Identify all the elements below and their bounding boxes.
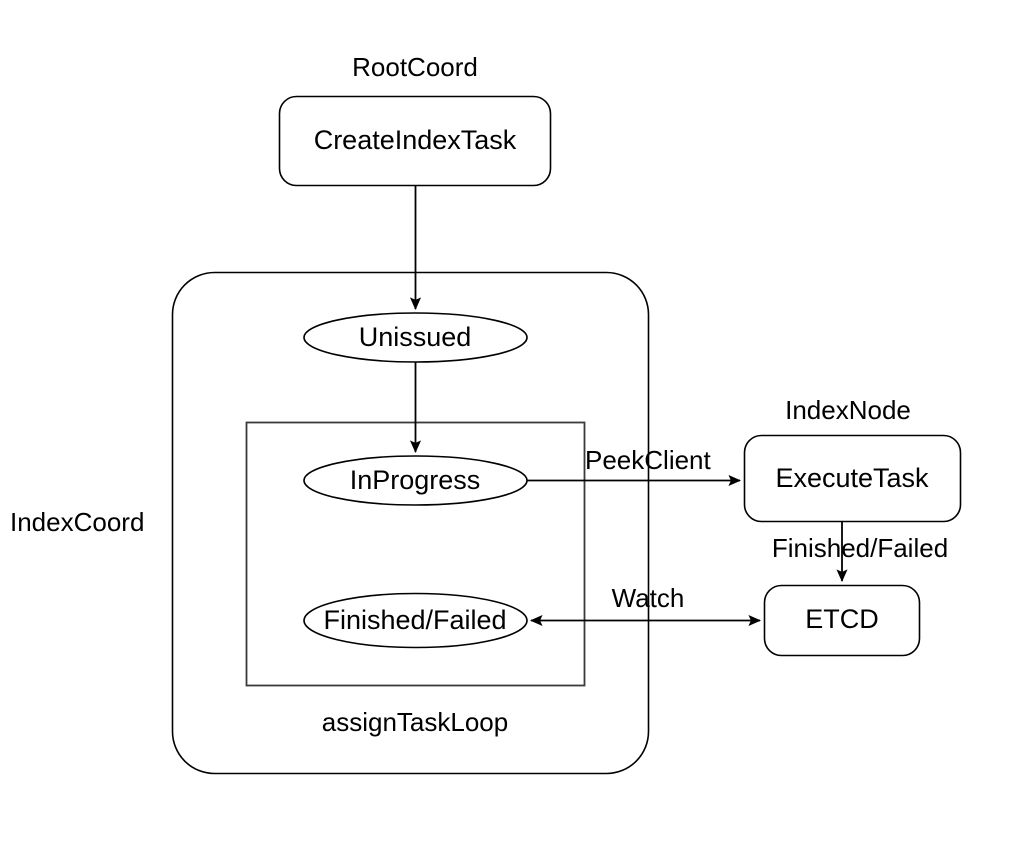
- in-progress-shape[interactable]: [303, 455, 528, 506]
- etcd-shape[interactable]: [763, 584, 921, 657]
- unissued-shape[interactable]: [303, 312, 528, 363]
- group-label-index-node: IndexNode: [785, 395, 911, 425]
- execute-task-shape[interactable]: [743, 434, 962, 523]
- edge-label-finished-failed-result: Finished/Failed: [771, 533, 949, 563]
- group-label-assign-task-loop: assignTaskLoop: [321, 707, 509, 737]
- edge-label-peek-client: PeekClient: [585, 445, 711, 475]
- group-label-root-coord: RootCoord: [352, 52, 478, 82]
- create-index-task-shape[interactable]: [278, 95, 552, 187]
- group-label-index-coord: IndexCoord: [10, 507, 145, 537]
- finished-failed-shape[interactable]: [303, 592, 528, 649]
- edge-label-watch: Watch: [611, 583, 685, 613]
